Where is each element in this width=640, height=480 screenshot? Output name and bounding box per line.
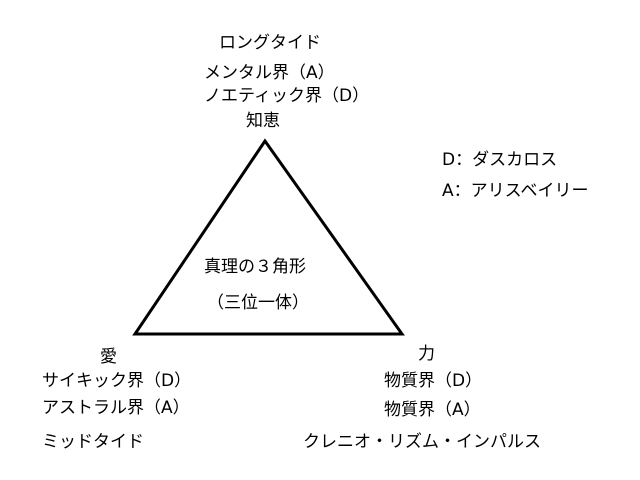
- left-label-midtide: ミッドタイド: [42, 432, 144, 452]
- left-label-psychic: サイキック界（D）: [42, 371, 192, 391]
- right-label-physical-d: 物質界（D）: [384, 371, 483, 391]
- right-label-physical-a: 物質界（A）: [384, 400, 481, 420]
- top-label-noetic: ノエティック界（D）: [204, 86, 370, 106]
- legend-daskalos: D：ダスカロス: [442, 150, 558, 170]
- truth-triangle: [132, 138, 405, 336]
- top-label-longtide: ロングタイド: [219, 33, 321, 53]
- top-label-mental: メンタル界（A）: [204, 63, 335, 83]
- right-label-cranio: クレニオ・リズム・インパルス: [303, 432, 541, 452]
- right-label-power: 力: [418, 344, 435, 364]
- center-title: 真理の３角形: [204, 257, 306, 277]
- left-label-astral: アストラル界（A）: [42, 398, 190, 418]
- top-label-wisdom: 知恵: [246, 111, 280, 131]
- left-label-love: 愛: [100, 347, 117, 367]
- center-subtitle: （三位一体）: [207, 293, 309, 313]
- legend-alice-bailey: A：アリスベイリー: [442, 181, 589, 201]
